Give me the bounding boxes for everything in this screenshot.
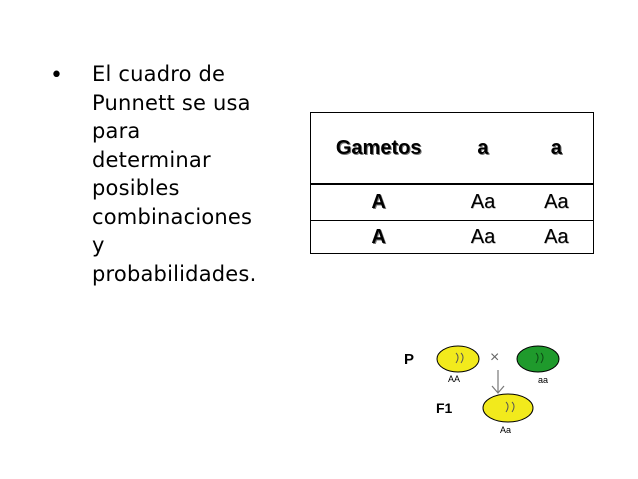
bullet-text: El cuadro de Punnett se usa para determi… [92,60,256,288]
table-cell-genotype: Aa [519,220,594,254]
f1-genotype: Aa [500,425,511,435]
table-cell-genotype: Aa [446,220,520,254]
row-label-gamete: A [310,183,447,221]
yellow-pea-icon [482,393,534,423]
table-cell-genotype: Aa [519,183,594,221]
table-header-row: Gametos a a [311,113,594,185]
header-gamete-a-2: a [550,136,562,159]
table-row: A Aa Aa [310,220,594,254]
parent1-genotype: AA [448,374,460,384]
table-row: A Aa Aa [310,183,594,221]
bullet-line: probabilidades. [92,261,257,286]
punnett-square-table: Gametos a a A Aa Aa A Aa Aa [310,112,594,254]
header-gametos: Gametos [335,136,422,159]
bullet-line: Punnett se usa [92,90,251,115]
header-gamete-a-1: a [477,136,489,159]
bullet-line: determinar [92,147,211,172]
p-generation-label: P [404,351,414,368]
bullet-dot: • [50,63,63,88]
bullet-line: posibles [92,176,180,200]
yellow-pea-icon [436,345,480,373]
green-pea-icon [516,345,560,373]
table-cell-genotype: Aa [446,183,520,221]
bullet-line: El cuadro de [92,62,226,86]
bullet-line: combinaciones [92,204,253,229]
row-label-gamete: A [310,220,447,254]
f1-generation-label: F1 [436,400,453,416]
genetic-cross-diagram: P AA × aa F1 Aa [398,340,588,440]
bullet-line: y [92,233,105,257]
bullet-line: para [92,119,141,143]
cross-symbol: × [490,349,499,366]
parent2-genotype: aa [538,375,548,385]
down-arrow-icon [491,370,505,394]
